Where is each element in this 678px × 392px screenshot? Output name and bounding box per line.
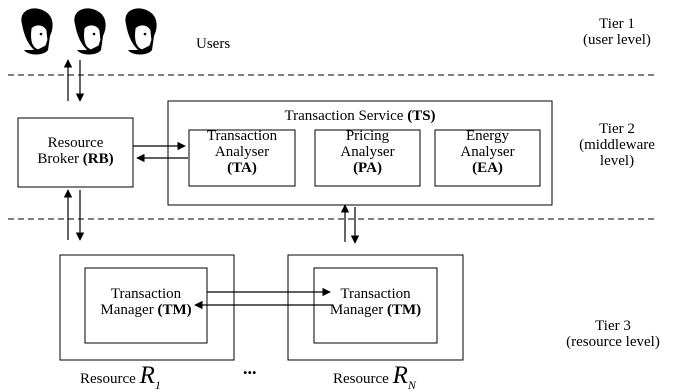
user-icon [74, 8, 106, 55]
resource-1-subscript: 1 [154, 378, 161, 392]
transaction-manager-n-line-2: Manager (TM) [314, 301, 437, 319]
transaction-manager-n-name: Manager [329, 301, 384, 318]
pricing-analyser-box [314, 129, 421, 187]
transaction-analyser-abbr: (TA) [227, 159, 257, 176]
resource-broker-label: Resource Broker (RB) [18, 135, 133, 168]
tier-1-level: (user level) [583, 31, 651, 48]
resource-n-prefix: Resource [333, 371, 389, 387]
tier-3-name: Tier 3 [595, 318, 631, 334]
tier-2-level-line-1: (middleware [579, 136, 655, 153]
transaction-manager-1-line-2: Manager (TM) [85, 301, 207, 319]
transaction-manager-1-abbr: (TM) [157, 301, 192, 318]
transaction-manager-1-name: Manager [100, 301, 154, 318]
users-label: Users [196, 36, 231, 52]
transaction-service-abbr: (TS) [407, 108, 436, 124]
tier-3-level: (resource level) [566, 333, 660, 350]
transaction-analyser-box [188, 129, 296, 187]
resource-n-symbol: R [392, 362, 408, 389]
resource-broker-box [17, 117, 134, 188]
user-icon [125, 8, 157, 55]
energy-analyser-label: Energy Analyser (EA) [435, 128, 540, 176]
ellipsis: ... [243, 358, 257, 378]
tier-1-name: Tier 1 [599, 16, 635, 32]
resource-n-label: Resource RN [333, 362, 416, 392]
resource-1-manager-box [84, 267, 208, 344]
energy-analyser-box [434, 129, 541, 187]
tier-2-label: Tier 2 (middleware level) [557, 121, 677, 169]
transaction-analyser-line-2: Analyser [214, 143, 270, 160]
transaction-manager-1-line-1: Transaction [110, 286, 182, 302]
user-icon [21, 8, 53, 55]
transaction-manager-n-line-1: Transaction [340, 286, 411, 302]
transaction-analyser-line-1: Transaction [206, 128, 278, 144]
transaction-analyser-label: Transaction Analyser (TA) [189, 128, 295, 176]
resource-n-subscript: N [407, 378, 416, 392]
tier-3-label: Tier 3 (resource level) [548, 318, 678, 351]
energy-analyser-abbr: (EA) [472, 159, 503, 176]
resource-broker-name: Broker [37, 150, 80, 167]
transaction-manager-1-label: Transaction Manager (TM) [85, 286, 207, 319]
resource-1-prefix: Resource [80, 371, 136, 387]
resource-1-symbol: R [139, 362, 155, 389]
resource-broker-abbr: (RB) [82, 150, 114, 167]
resource-1-label: Resource R1 [80, 362, 161, 392]
energy-analyser-line-1: Energy [465, 128, 510, 144]
transaction-service-title: Transaction Service (TS) [168, 108, 552, 125]
tier-2-name: Tier 2 [599, 121, 635, 137]
resource-broker-line-2: Broker (RB) [18, 150, 133, 168]
tier-2-level-line-2: level) [599, 152, 635, 169]
transaction-manager-n-label: Transaction Manager (TM) [314, 286, 437, 319]
pricing-analyser-line-2: Analyser [340, 143, 395, 160]
transaction-service-name: Transaction Service [284, 108, 404, 124]
energy-analyser-line-2: Analyser [460, 143, 515, 160]
pricing-analyser-abbr: (PA) [353, 159, 382, 176]
pricing-analyser-label: Pricing Analyser (PA) [315, 128, 420, 176]
pricing-analyser-line-1: Pricing [345, 128, 390, 144]
tier-1-label: Tier 1 (user level) [557, 16, 677, 49]
resource-broker-line-1: Resource [47, 135, 104, 151]
transaction-manager-n-abbr: (TM) [386, 301, 422, 318]
